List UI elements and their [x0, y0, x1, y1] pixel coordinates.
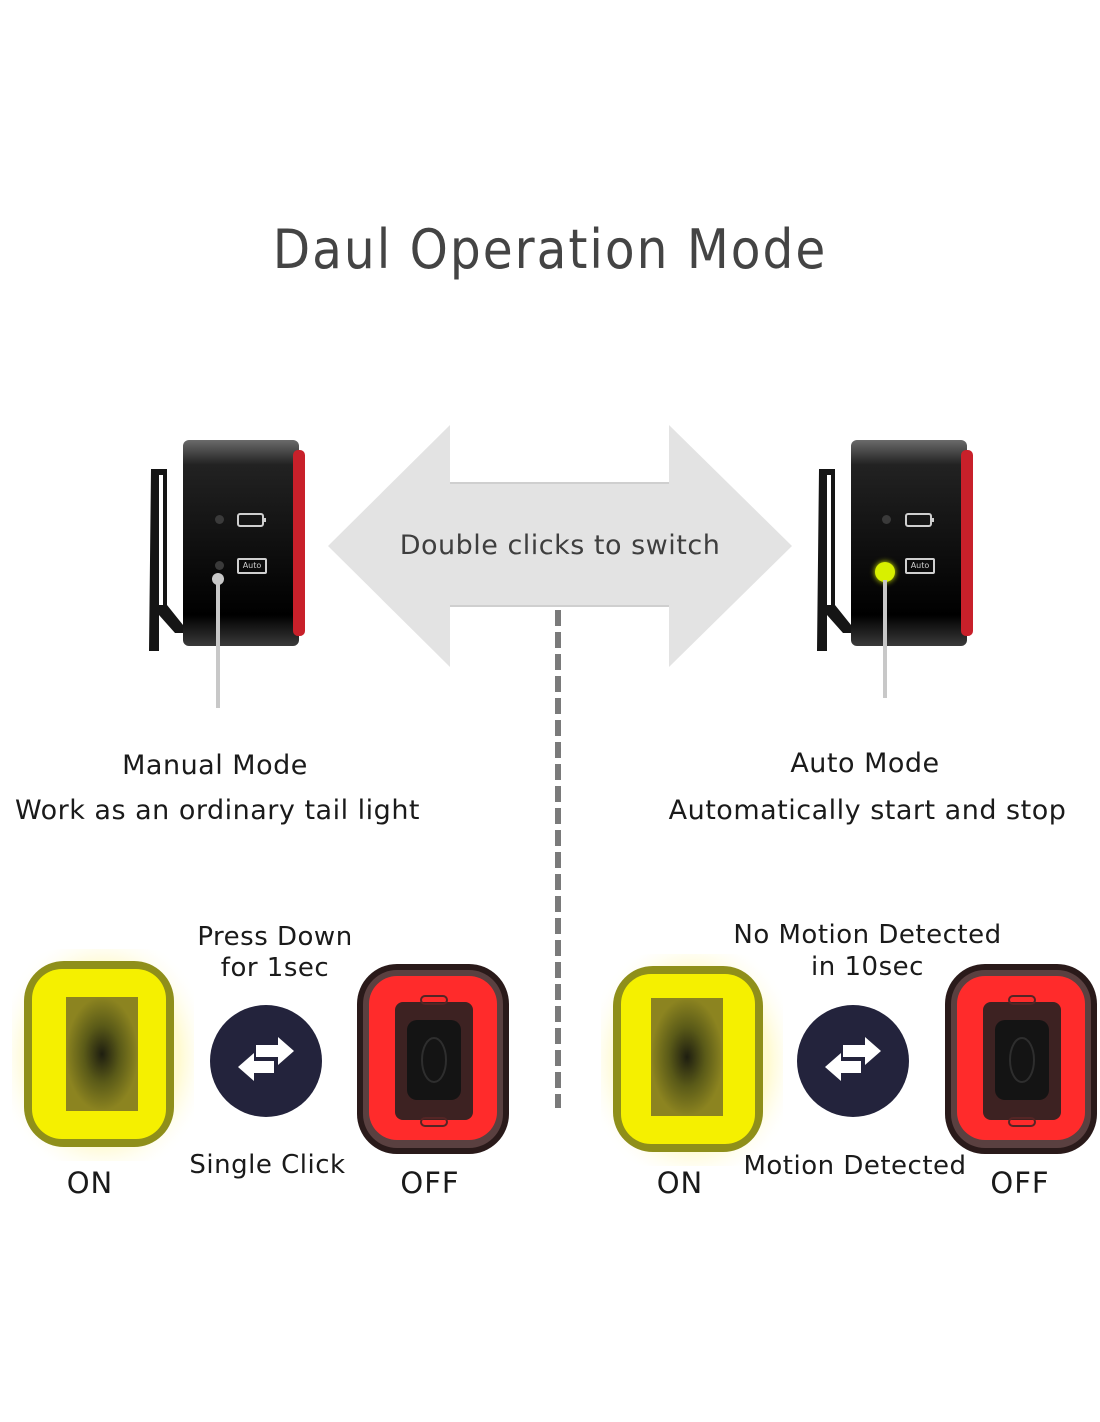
auto-mode-description: Automatically start and stop: [668, 795, 1067, 826]
auto-to-off-line1: No Motion Detected: [733, 920, 1002, 950]
auto-badge: Auto: [237, 558, 267, 574]
manual-to-off-line2: for 1sec: [220, 953, 330, 983]
off-light-icon: [357, 964, 509, 1154]
off-light-icon: [945, 964, 1097, 1154]
page-title: Daul Operation Mode: [272, 218, 828, 281]
clip-icon: [817, 469, 851, 651]
status-led: [882, 515, 891, 524]
auto-led: [215, 561, 224, 570]
swap-arrows-icon: [238, 1037, 294, 1081]
battery-icon: [905, 513, 934, 527]
manual-device: Auto: [145, 440, 310, 710]
mode-divider: [555, 610, 561, 1108]
manual-to-on-label: Single Click: [189, 1150, 346, 1180]
auto-badge: Auto: [905, 558, 935, 574]
device-body: [183, 440, 305, 646]
device-body: [851, 440, 973, 646]
status-led: [215, 515, 224, 524]
battery-icon: [237, 513, 266, 527]
auto-led-lit: [875, 562, 895, 582]
manual-mode-title: Manual Mode: [122, 750, 308, 781]
auto-to-off-line2: in 10sec: [811, 952, 924, 982]
auto-off-label: OFF: [990, 1166, 1050, 1200]
pointer-dot: [212, 573, 224, 585]
auto-to-on-label: Motion Detected: [743, 1151, 967, 1181]
auto-on-label: ON: [656, 1166, 704, 1200]
manual-swap-button: [210, 1005, 322, 1117]
manual-to-off-line1: Press Down: [197, 922, 353, 952]
pointer-line: [216, 580, 220, 708]
auto-mode-title: Auto Mode: [790, 748, 940, 779]
swap-arrows-icon: [825, 1037, 881, 1081]
double-arrow-icon: [328, 425, 792, 667]
manual-off-label: OFF: [400, 1166, 460, 1200]
manual-on-label: ON: [66, 1166, 114, 1200]
pointer-line: [883, 580, 887, 698]
auto-device: Auto: [813, 440, 978, 710]
manual-mode-description: Work as an ordinary tail light: [14, 795, 421, 826]
on-light-icon: [601, 954, 783, 1166]
on-light-icon: [12, 949, 194, 1161]
clip-icon: [149, 469, 183, 651]
auto-swap-button: [797, 1005, 909, 1117]
switch-instruction: Double clicks to switch: [399, 530, 721, 561]
